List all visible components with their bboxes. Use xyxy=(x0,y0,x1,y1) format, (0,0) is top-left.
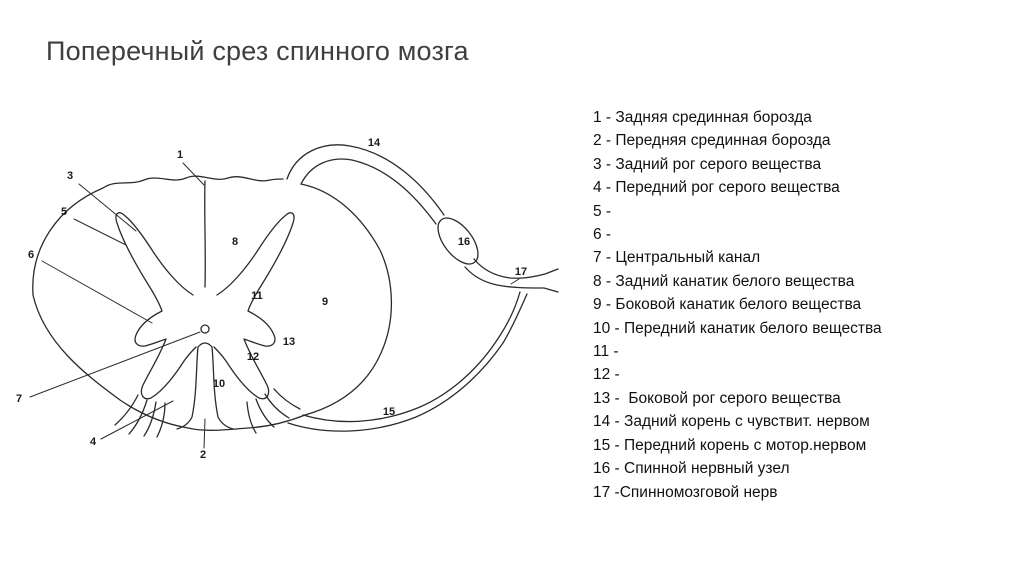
diagram-label-2: 2 xyxy=(200,449,206,461)
legend-item-14: 14 - Задний корень с чувствит. нервом xyxy=(593,413,870,431)
legend-item-17: 17 -Спинномозговой нерв xyxy=(593,483,778,501)
diagram-label-1: 1 xyxy=(177,149,183,161)
diagram-label-9: 9 xyxy=(322,296,328,308)
page-title: Поперечный срез спинного мозга xyxy=(46,36,469,66)
dorsal-root xyxy=(286,144,445,225)
cord-outline xyxy=(32,175,393,431)
spinal-nerve xyxy=(464,258,559,293)
legend-item-10: 10 - Передний канатик белого вещества xyxy=(593,319,882,337)
legend-item-15: 15 - Передний корень с мотор.нервом xyxy=(593,436,867,454)
diagram-label-3: 3 xyxy=(67,170,73,182)
legend-item-13: 13 - Боковой рог серого вещества xyxy=(593,389,841,407)
leader-lines xyxy=(29,162,520,449)
leader-line-4 xyxy=(100,400,174,440)
diagram-label-7: 7 xyxy=(16,393,22,405)
diagram-label-13: 13 xyxy=(283,336,295,348)
diagram-label-8: 8 xyxy=(232,236,238,248)
spinal-cord-diagram: 1 2 3 4 5 6 7 8 9 10 11 12 13 14 15 16 1… xyxy=(16,137,559,461)
diagram-label-17: 17 xyxy=(515,266,527,278)
diagram-label-11: 11 xyxy=(251,290,263,302)
leader-line-1 xyxy=(182,162,205,186)
legend-item-7: 7 - Центральный канал xyxy=(593,249,761,267)
median-septum-line xyxy=(204,180,206,288)
diagram-label-14: 14 xyxy=(368,137,381,149)
gray-matter-left xyxy=(115,212,197,400)
ventral-root xyxy=(287,291,528,432)
central-canal xyxy=(200,324,210,334)
legend-item-3: 3 - Задний рог серого вещества xyxy=(593,155,822,173)
legend-item-5: 5 - xyxy=(593,202,612,220)
diagram-label-5: 5 xyxy=(61,206,67,218)
legend-item-16: 16 - Спинной нервный узел xyxy=(593,460,790,478)
leader-line-6 xyxy=(41,260,153,324)
legend-item-1: 1 - Задняя срединная борозда xyxy=(593,109,812,126)
legend: 1 - Задняя срединная борозда 2 - Передня… xyxy=(593,106,993,504)
leader-line-2 xyxy=(203,418,206,449)
gray-matter-right xyxy=(213,212,295,400)
leader-line-7 xyxy=(29,331,201,398)
diagram-label-4: 4 xyxy=(90,436,97,448)
diagram-numbers: 1 2 3 4 5 6 7 8 9 10 11 12 13 14 15 16 1… xyxy=(16,137,527,461)
legend-item-12: 12 - xyxy=(593,366,620,384)
diagram-label-10: 10 xyxy=(213,378,225,390)
legend-item-8: 8 - Задний канатик белого вещества xyxy=(593,272,855,290)
leader-line-5 xyxy=(73,218,127,246)
legend-item-6: 6 - xyxy=(593,226,612,244)
leader-line-3 xyxy=(78,183,137,232)
legend-item-2: 2 - Передняя срединная борозда xyxy=(593,132,831,150)
legend-item-4: 4 - Передний рог серого вещества xyxy=(593,179,840,197)
diagram-label-15: 15 xyxy=(383,406,395,418)
diagram-label-16: 16 xyxy=(458,236,470,248)
anterior-median-fissure xyxy=(176,342,234,430)
diagram-art xyxy=(29,144,559,449)
legend-item-9: 9 - Боковой канатик белого вещества xyxy=(593,296,862,314)
legend-item-11: 11 - xyxy=(593,343,619,361)
spinal-ganglion xyxy=(437,217,479,265)
diagram-label-6: 6 xyxy=(28,249,34,261)
diagram-label-12: 12 xyxy=(247,351,259,363)
leader-line-17 xyxy=(510,278,520,285)
